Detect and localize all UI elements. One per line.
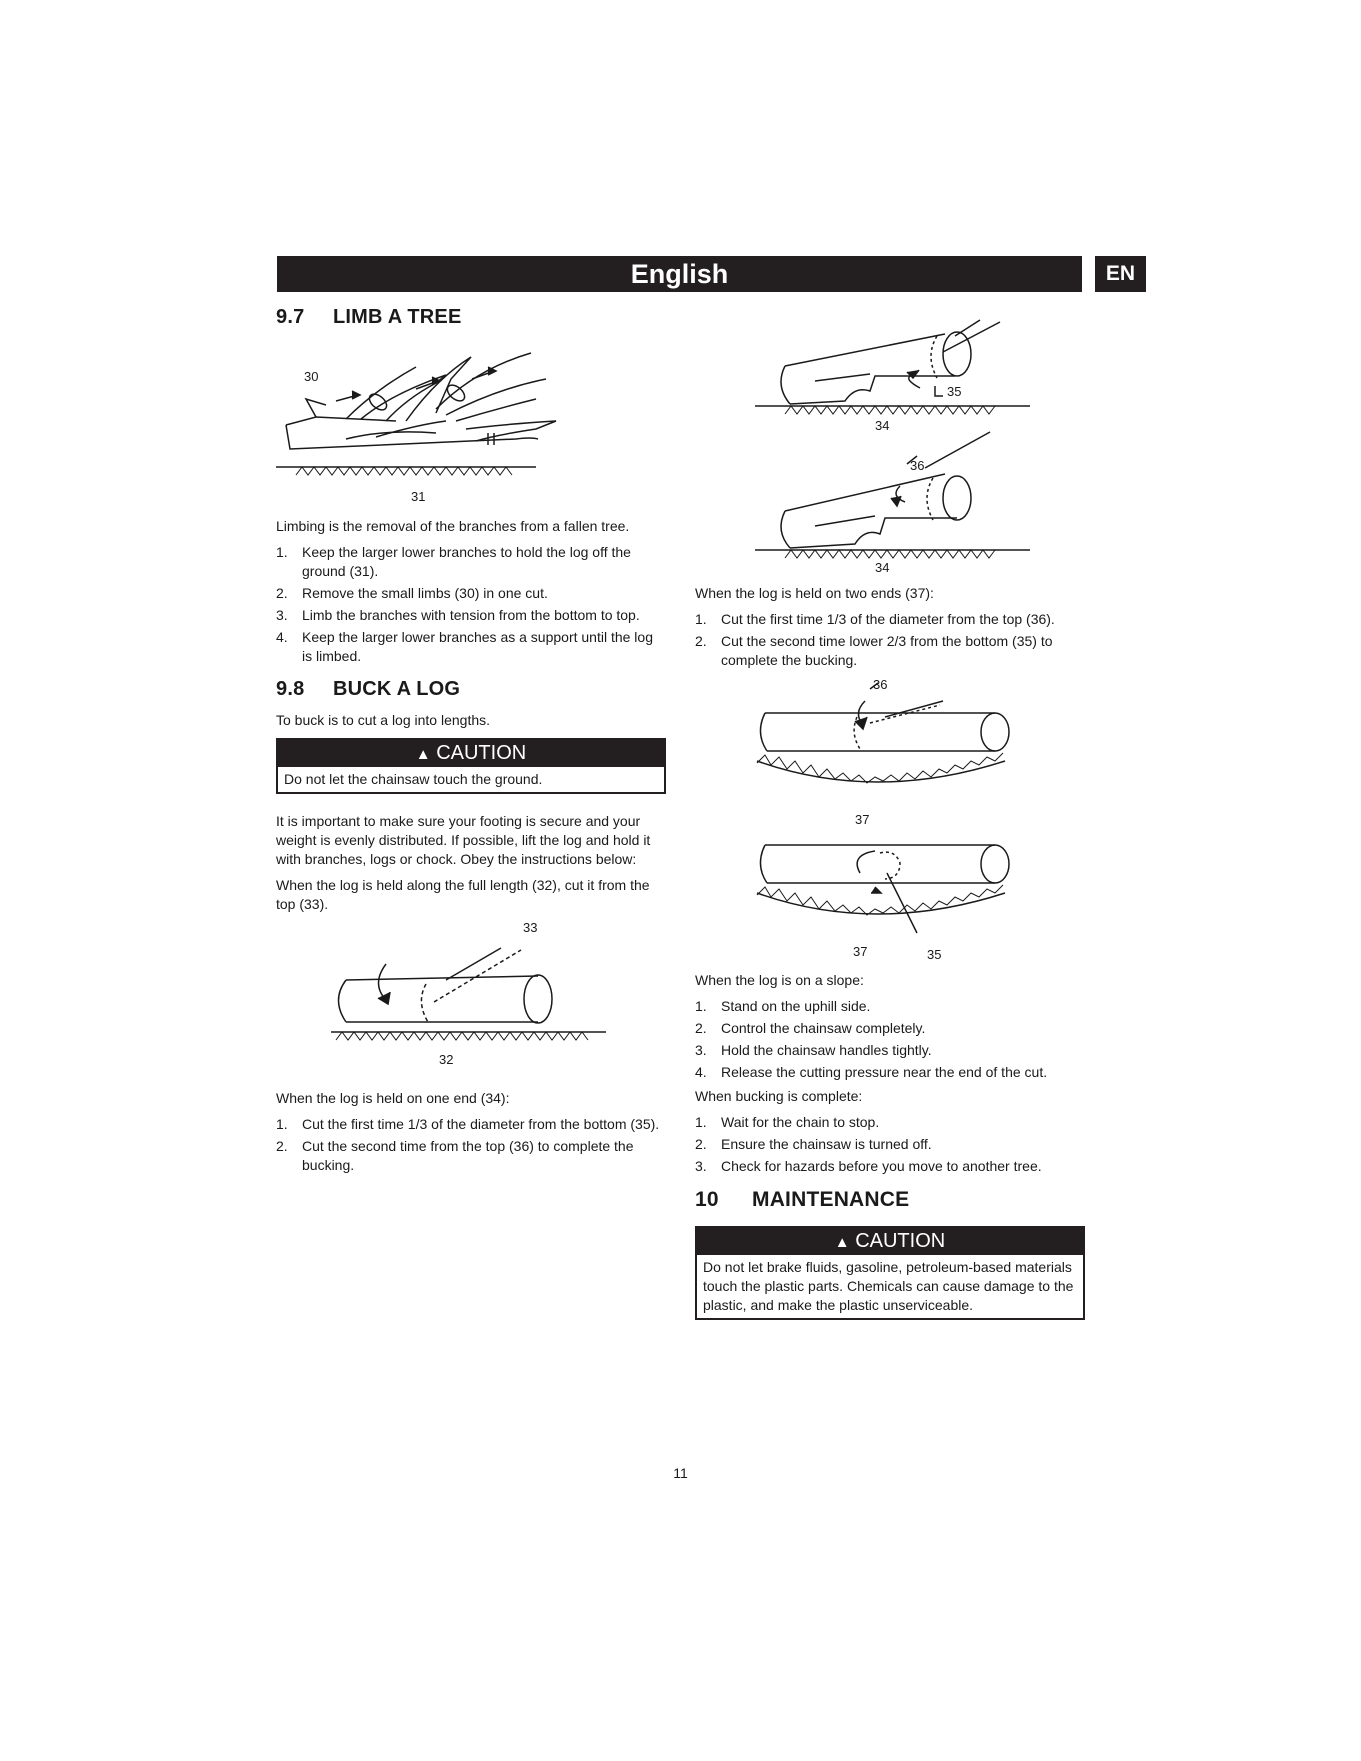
- caution-header: ▲ CAUTION: [697, 1228, 1083, 1255]
- fig-label-37b: 37: [853, 944, 867, 959]
- caution-label: CAUTION: [436, 742, 527, 764]
- list-item: 1.Keep the larger lower branches to hold…: [276, 544, 631, 579]
- header-title: English: [630, 258, 729, 289]
- fig-label-34: 34: [875, 418, 889, 433]
- two-ends-steps-list: 1.Cut the first time 1/3 of the diameter…: [695, 610, 1085, 670]
- caution-label: CAUTION: [855, 1230, 946, 1252]
- limb-steps-list: 1.Keep the larger lower branches to hold…: [276, 543, 666, 666]
- section-number: 10: [695, 1188, 719, 1211]
- slope-heading: When the log is on a slope:: [695, 972, 864, 988]
- fig-label-34b: 34: [875, 560, 889, 575]
- caution-text: Do not let brake fluids, gasoline, petro…: [703, 1259, 1074, 1313]
- footing-paragraph: It is important to make sure your footin…: [276, 813, 651, 867]
- fig-label-31: 31: [411, 489, 425, 504]
- section-title: BUCK A LOG: [333, 678, 461, 700]
- limb-tree-figure: 30 31: [276, 352, 557, 504]
- one-end-steps-list: 1.Cut the first time 1/3 of the diameter…: [276, 1115, 666, 1175]
- buck-full-length-figure: 33 32: [331, 920, 606, 1067]
- list-item: 1.Cut the first time 1/3 of the diameter…: [276, 1116, 660, 1132]
- caution-header: ▲ CAUTION: [278, 740, 664, 767]
- list-item: 2.Ensure the chainsaw is turned off.: [695, 1136, 932, 1152]
- list-item: 1.Wait for the chain to stop.: [695, 1114, 880, 1130]
- caution-box-ground: ▲ CAUTION Do not let the chainsaw touch …: [276, 738, 666, 794]
- list-item: 2.Control the chainsaw completely.: [695, 1020, 926, 1036]
- fig-label-36: 36: [910, 458, 924, 473]
- fig-label-37: 37: [855, 812, 869, 827]
- list-item: 1.Stand on the uphill side.: [695, 998, 871, 1014]
- list-item: 4.Release the cutting pressure near the …: [695, 1064, 1048, 1080]
- section-heading-buck: 9.8 BUCK A LOG: [276, 678, 666, 701]
- fig-label-35b: 35: [927, 947, 941, 962]
- lang-badge-text: EN: [1105, 262, 1136, 285]
- section-title: LIMB A TREE: [333, 306, 462, 328]
- caution-text: Do not let the chainsaw touch the ground…: [284, 771, 543, 787]
- complete-heading: When bucking is complete:: [695, 1088, 863, 1104]
- section-number: 9.8: [276, 678, 305, 700]
- buck-one-end-figures: 35 34 36 34: [755, 319, 1030, 575]
- language-header-bar: English: [277, 256, 1082, 292]
- left-column: 9.7 LIMB A TREE: [276, 306, 666, 1178]
- caution-box-chemicals: ▲ CAUTION Do not let brake fluids, gasol…: [695, 1226, 1085, 1320]
- complete-steps-list: 1.Wait for the chain to stop. 2.Ensure t…: [695, 1113, 1085, 1176]
- fig-label-32: 32: [439, 1052, 453, 1067]
- language-badge: EN: [1095, 256, 1146, 292]
- list-item: 4.Keep the larger lower branches as a su…: [276, 629, 653, 664]
- list-item: 3.Hold the chainsaw handles tightly.: [695, 1042, 932, 1058]
- fig-label-30: 30: [304, 369, 318, 384]
- section-heading-limb: 9.7 LIMB A TREE: [276, 306, 666, 329]
- limb-intro: Limbing is the removal of the branches f…: [276, 518, 630, 534]
- one-end-heading: When the log is held on one end (34):: [276, 1090, 510, 1106]
- fig-label-35: 35: [947, 384, 961, 399]
- section-heading-maintenance: 10 MAINTENANCE: [695, 1188, 1085, 1212]
- section-number: 9.7: [276, 306, 305, 328]
- right-column: 35 34 36 34 When the log is held on two …: [695, 306, 1085, 1320]
- list-item: 3.Check for hazards before you move to a…: [695, 1158, 1042, 1174]
- full-length-paragraph: When the log is held along the full leng…: [276, 877, 650, 912]
- page-number: 11: [673, 1465, 688, 1481]
- fig-label-33: 33: [523, 920, 537, 935]
- warning-triangle-icon: ▲: [834, 1234, 850, 1251]
- fig-label-36b: 36: [873, 677, 887, 692]
- list-item: 1.Cut the first time 1/3 of the diameter…: [695, 611, 1055, 627]
- buck-intro: To buck is to cut a log into lengths.: [276, 712, 491, 728]
- list-item: 3.Limb the branches with tension from th…: [276, 607, 640, 623]
- buck-two-ends-figures: 36 37 37 35: [756, 677, 1010, 962]
- list-item: 2.Cut the second time from the top (36) …: [276, 1138, 634, 1173]
- two-ends-heading: When the log is held on two ends (37):: [695, 585, 934, 601]
- list-item: 2.Remove the small limbs (30) in one cut…: [276, 585, 548, 601]
- slope-steps-list: 1.Stand on the uphill side. 2.Control th…: [695, 997, 1085, 1082]
- section-title: MAINTENANCE: [752, 1188, 910, 1211]
- list-item: 2.Cut the second time lower 2/3 from the…: [695, 633, 1053, 668]
- warning-triangle-icon: ▲: [415, 746, 431, 763]
